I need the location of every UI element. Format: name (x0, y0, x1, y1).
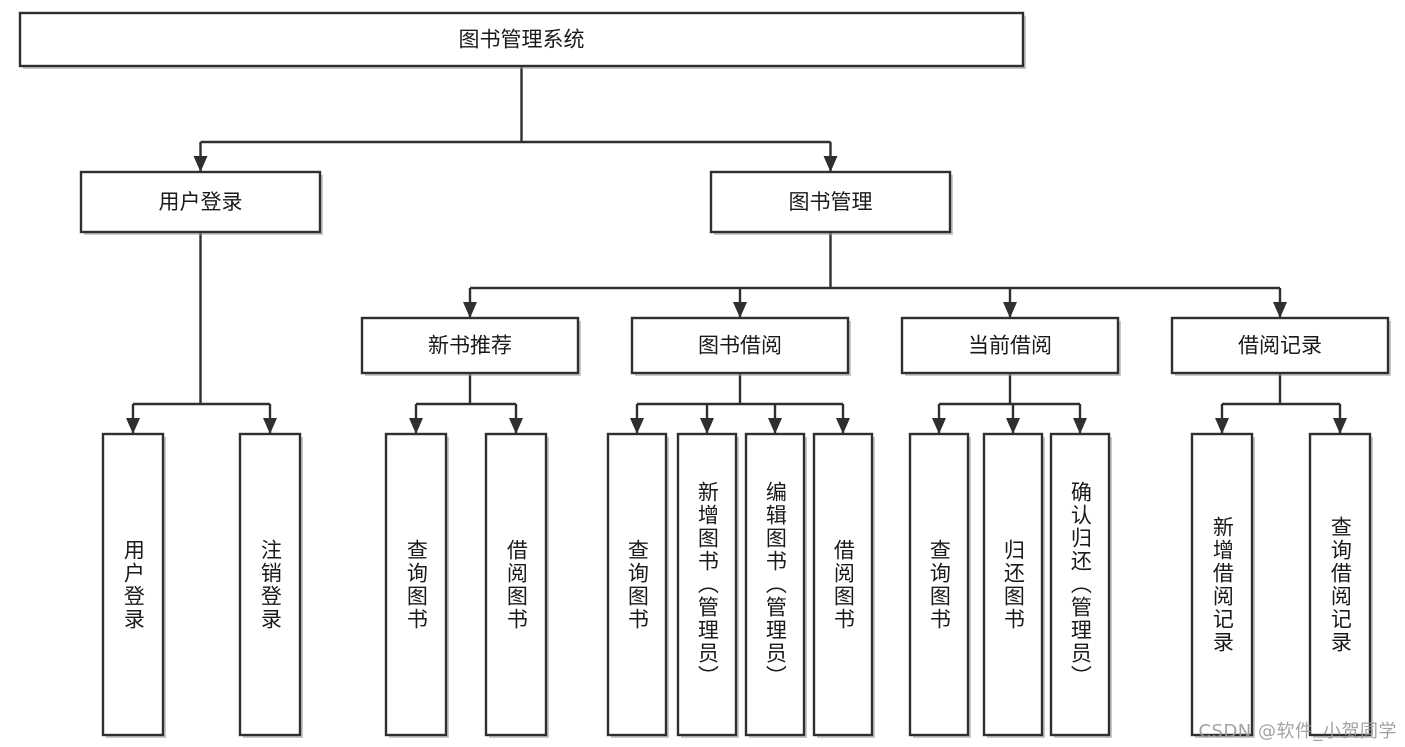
label-current-borrow: 当前借阅 (968, 334, 1052, 358)
watermark-text: CSDN @软件_小贺同学 (1198, 721, 1397, 742)
arrow-head-icon (836, 418, 850, 434)
arrow-head-icon (1003, 302, 1017, 318)
node-leaf-user-logout[interactable] (238, 432, 303, 738)
node-book-management[interactable] (709, 170, 953, 235)
node-leaf-borrow-book-1[interactable] (484, 432, 549, 738)
arrow-head-icon (630, 418, 644, 434)
nodes-layer (18, 11, 1391, 738)
arrow-head-icon (768, 418, 782, 434)
arrow-head-icon (1333, 418, 1347, 434)
connectors-layer (126, 66, 1347, 434)
node-leaf-return-book[interactable] (982, 432, 1045, 738)
arrow-head-icon (733, 302, 747, 318)
arrow-head-icon (700, 418, 714, 434)
arrow-head-icon (1273, 302, 1287, 318)
node-leaf-user-login[interactable] (101, 432, 166, 738)
node-leaf-borrow-book-2[interactable] (812, 432, 875, 738)
node-leaf-add-record[interactable] (1190, 432, 1255, 738)
node-root[interactable] (18, 11, 1026, 69)
label-borrow-record: 借阅记录 (1238, 334, 1322, 358)
arrow-head-icon (126, 418, 140, 434)
arrow-head-icon (1006, 418, 1020, 434)
label-user-login: 用户登录 (159, 190, 243, 214)
arrow-head-icon (463, 302, 477, 318)
node-leaf-query-record[interactable] (1308, 432, 1373, 738)
arrow-head-icon (509, 418, 523, 434)
label-root: 图书管理系统 (459, 28, 585, 52)
node-book-borrow[interactable] (630, 316, 851, 376)
arrow-head-icon (1215, 418, 1229, 434)
arrow-head-icon (823, 156, 838, 172)
node-leaf-query-book-1[interactable] (384, 432, 449, 738)
node-leaf-query-book-3[interactable] (908, 432, 971, 738)
arrow-head-icon (263, 418, 277, 434)
node-new-book-recommend[interactable] (360, 316, 581, 376)
node-current-borrow[interactable] (900, 316, 1121, 376)
arrow-head-icon (409, 418, 423, 434)
node-user-login[interactable] (79, 170, 323, 235)
node-borrow-record[interactable] (1170, 316, 1391, 376)
node-leaf-query-book-2[interactable] (606, 432, 669, 738)
arrow-head-icon (1073, 418, 1087, 434)
node-leaf-confirm-return[interactable] (1049, 432, 1112, 738)
node-leaf-edit-book[interactable] (744, 432, 807, 738)
label-book-management: 图书管理 (789, 190, 873, 214)
arrow-head-icon (193, 156, 208, 172)
node-leaf-add-book[interactable] (676, 432, 739, 738)
arrow-head-icon (932, 418, 946, 434)
label-new-book-recommend: 新书推荐 (428, 334, 512, 358)
label-book-borrow: 图书借阅 (698, 334, 782, 358)
